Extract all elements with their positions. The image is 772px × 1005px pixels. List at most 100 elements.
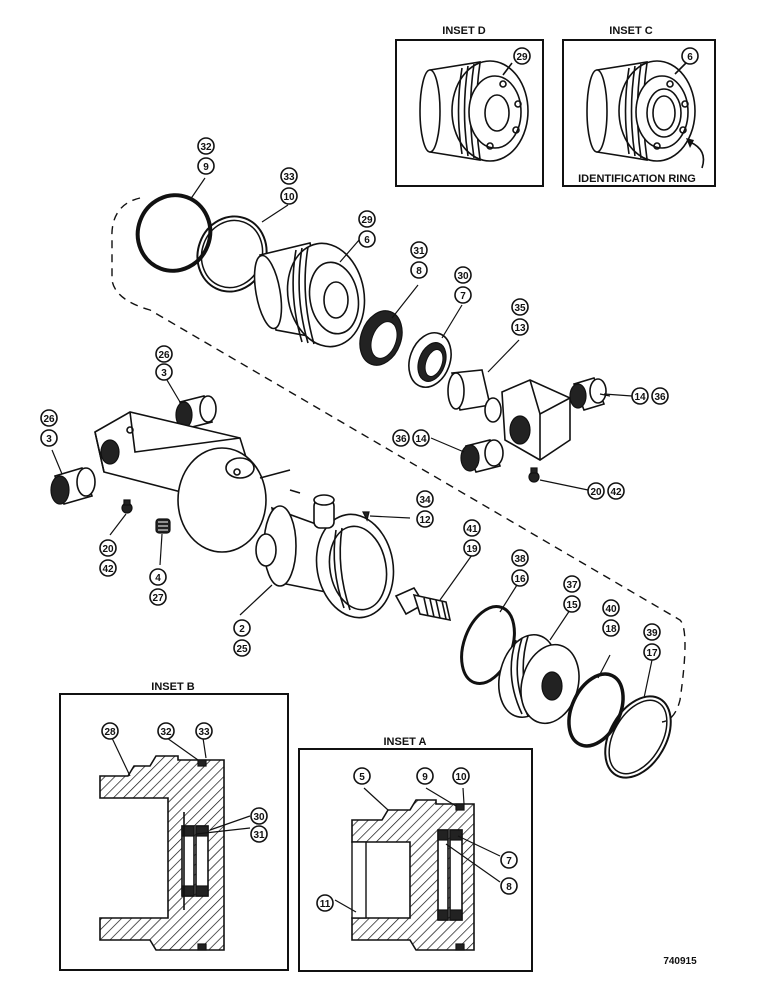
svg-text:14: 14	[415, 434, 427, 445]
inset-a: INSET A 5 9 10 7 8 11	[298, 736, 533, 972]
callout-20-42-right: 20 42	[587, 482, 625, 500]
callout-26-3-lower: 26 3	[40, 409, 58, 447]
svg-text:33: 33	[283, 172, 295, 183]
check-valve-4-27	[155, 518, 171, 534]
barrel-2-25	[255, 489, 395, 619]
o-ring-32-9	[135, 193, 213, 273]
svg-text:29: 29	[361, 215, 373, 226]
grease-fitting-20-42-right	[528, 467, 540, 483]
svg-text:19: 19	[466, 544, 478, 555]
inset-d-title: INSET D	[442, 25, 485, 37]
bushing-36-14-mid	[460, 439, 504, 473]
inset-a-callout-8: 8	[506, 882, 512, 893]
inset-b-callout-33: 33	[198, 727, 210, 738]
inset-a-callout-10: 10	[455, 772, 467, 783]
inset-a-section	[351, 799, 475, 951]
leader-lines	[51, 177, 653, 699]
assembly-guide-line	[111, 197, 686, 723]
inset-d: INSET D 29	[395, 25, 544, 187]
inset-d-gland-drawing	[419, 60, 529, 162]
svg-text:6: 6	[364, 235, 370, 246]
backup-ring-39-17	[604, 695, 672, 779]
callout-38-16: 38 16	[511, 549, 529, 587]
inset-b-callout-28: 28	[104, 727, 116, 738]
inset-b-callout-32: 32	[160, 727, 172, 738]
inset-d-frame	[395, 39, 544, 187]
callout-2-25: 2 25	[233, 619, 251, 657]
svg-text:17: 17	[646, 648, 658, 659]
svg-text:2: 2	[239, 624, 245, 635]
svg-text:34: 34	[419, 495, 431, 506]
callout-14-36-right: 14 36	[603, 387, 669, 405]
svg-text:10: 10	[283, 192, 295, 203]
svg-text:32: 32	[200, 142, 212, 153]
svg-text:30: 30	[457, 271, 469, 282]
inset-a-callout-7: 7	[506, 856, 512, 867]
bushing-26-3-lower	[50, 467, 96, 505]
callouts: 32 9 33 10 29 6 31 8 30 7 35 13 14 36 3	[40, 137, 669, 661]
inset-a-callout-5: 5	[359, 772, 365, 783]
svg-text:15: 15	[566, 600, 578, 611]
svg-text:12: 12	[419, 515, 431, 526]
inset-b-section	[99, 755, 225, 951]
inset-b-callout-30: 30	[253, 812, 265, 823]
svg-text:26: 26	[43, 414, 55, 425]
svg-text:31: 31	[413, 246, 425, 257]
svg-text:36: 36	[395, 434, 407, 445]
svg-text:35: 35	[514, 303, 526, 314]
callout-41-19: 41 19	[463, 519, 481, 557]
barrel-head	[94, 411, 291, 553]
inset-a-frame	[298, 748, 533, 972]
svg-text:20: 20	[590, 487, 602, 498]
svg-text:36: 36	[654, 392, 666, 403]
callout-4-27: 4 27	[149, 568, 167, 606]
svg-text:38: 38	[514, 554, 526, 565]
callout-34-12: 34 12	[416, 490, 434, 528]
inset-a-title: INSET A	[384, 736, 427, 748]
grease-fitting-20-42-left	[121, 499, 133, 514]
svg-text:14: 14	[634, 392, 646, 403]
inset-c: INSET C 6 IDENTIFICATION RING	[562, 25, 716, 187]
inset-a-callout-9: 9	[422, 772, 428, 783]
o-ring-40-18	[567, 672, 625, 748]
svg-text:8: 8	[416, 266, 422, 277]
callout-40-18: 40 18	[602, 599, 620, 637]
svg-text:3: 3	[46, 434, 52, 445]
figure-number: 740915	[663, 956, 697, 967]
piston-37-15	[498, 633, 580, 725]
inset-b-frame	[59, 693, 289, 971]
svg-text:7: 7	[460, 291, 466, 302]
inset-c-callout: 6	[687, 52, 693, 63]
svg-text:3: 3	[161, 368, 167, 379]
bushing-14-36-right	[569, 377, 607, 411]
inset-a-callout-11: 11	[320, 899, 331, 910]
svg-text:37: 37	[566, 580, 578, 591]
svg-text:27: 27	[152, 593, 164, 604]
callout-35-13: 35 13	[511, 298, 529, 336]
svg-text:41: 41	[466, 524, 478, 535]
svg-text:42: 42	[610, 487, 622, 498]
callout-32-9: 32 9	[197, 137, 215, 175]
inset-b-callout-31: 31	[253, 830, 265, 841]
callout-36-14-mid: 36 14	[392, 429, 430, 447]
main-parts	[50, 193, 672, 779]
svg-text:25: 25	[236, 644, 248, 655]
gland-29-6	[253, 242, 366, 348]
inset-c-frame	[562, 39, 716, 187]
bushing-26-3-upper	[175, 395, 217, 429]
svg-text:9: 9	[203, 162, 209, 173]
inset-c-title: INSET C	[609, 25, 652, 37]
callout-33-10: 33 10	[280, 167, 298, 205]
screw-34-12	[362, 511, 370, 522]
rod-eye	[501, 379, 571, 461]
svg-text:20: 20	[102, 544, 114, 555]
svg-text:4: 4	[155, 573, 161, 584]
callout-30-7: 30 7	[454, 266, 472, 304]
callout-39-17: 39 17	[643, 623, 661, 661]
svg-text:26: 26	[158, 350, 170, 361]
bolt-41-19	[394, 586, 452, 622]
callout-31-8: 31 8	[410, 241, 428, 279]
callout-20-42-left: 20 42	[99, 539, 117, 577]
identification-ring-note: IDENTIFICATION RING	[578, 173, 696, 185]
